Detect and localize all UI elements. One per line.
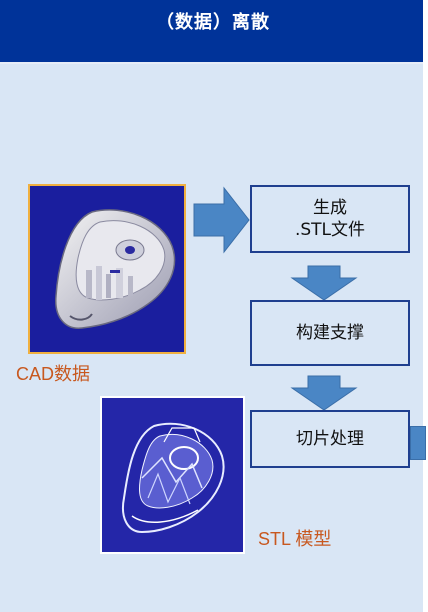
cad-model-picture (55, 209, 176, 329)
stl-caption: STL 模型 (258, 529, 332, 549)
down-arrow-icon (290, 265, 358, 301)
stl-model-picture (122, 422, 225, 534)
right-arrow-icon (193, 186, 250, 254)
step-build-support: 构建支撑 (250, 300, 410, 366)
cad-image (28, 184, 186, 354)
step-slicing-label: 切片处理 (296, 429, 364, 449)
page-title: （数据）离散 (156, 12, 270, 33)
step-slicing: 切片处理 (250, 410, 410, 468)
title-rule (0, 62, 426, 64)
continuation-arrow-icon (410, 426, 426, 460)
cad-caption: CAD数据 (16, 364, 91, 384)
title-bar: （数据）离散 (0, 0, 426, 62)
step-generate-stl-line2: .STL文件 (294, 220, 366, 240)
step-generate-stl-line1: 生成 (313, 198, 347, 218)
step-generate-stl: 生成 .STL文件 (250, 185, 410, 253)
right-edge (423, 0, 428, 612)
step-build-support-label: 构建支撑 (296, 323, 364, 343)
down-arrow-icon (290, 375, 358, 411)
stl-image (100, 396, 245, 554)
